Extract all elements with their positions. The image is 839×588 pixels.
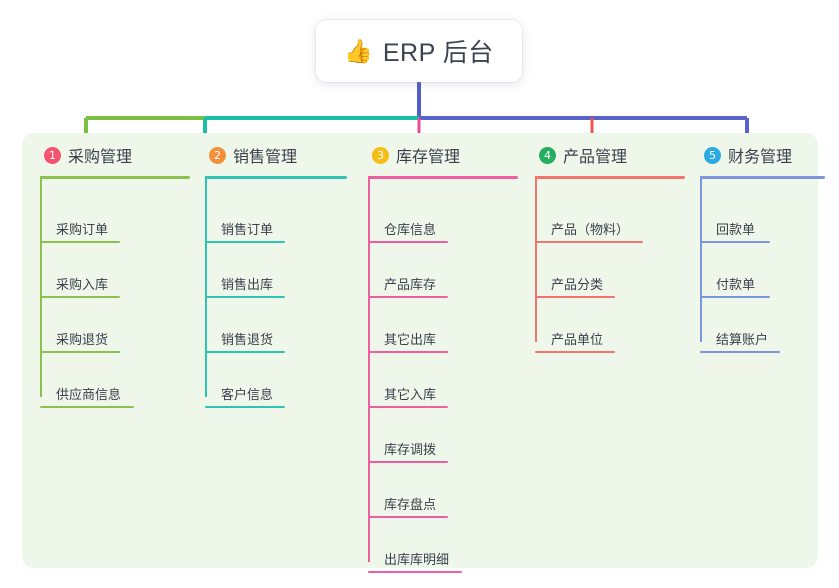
leaf-underline — [40, 351, 120, 353]
leaf-label: 销售退货 — [221, 332, 274, 347]
root-node[interactable]: 👍 ERP 后台 — [316, 20, 522, 82]
column-spine-3 — [368, 176, 370, 562]
leaf-underline — [535, 296, 615, 298]
column-header-1[interactable]: 1 采购管理 — [44, 143, 132, 167]
root-title: ERP 后台 — [382, 39, 494, 67]
column-title-3: 库存管理 — [396, 149, 461, 166]
column-spine-2 — [205, 176, 207, 397]
column-underline-4 — [535, 176, 685, 179]
column-title-4: 产品管理 — [563, 149, 628, 166]
column-title-1: 采购管理 — [68, 149, 133, 166]
leaf-underline — [205, 296, 285, 298]
leaf-underline — [368, 406, 448, 408]
leaf-label: 其它入库 — [384, 387, 437, 402]
leaf-underline — [40, 296, 120, 298]
leaf-label: 产品库存 — [384, 277, 437, 292]
column-underline-3 — [368, 176, 518, 179]
leaf-underline — [700, 296, 770, 298]
leaf-label: 销售订单 — [221, 222, 274, 237]
column-badge-4: 4 — [539, 146, 556, 164]
leaf-label: 库存盘点 — [384, 497, 437, 512]
leaf-label: 回款单 — [716, 222, 756, 237]
leaf-label: 销售出库 — [221, 277, 274, 292]
leaf-label: 库存调拨 — [384, 442, 437, 457]
leaf-underline — [205, 406, 285, 408]
leaf-label: 采购订单 — [56, 222, 109, 237]
leaf-underline — [205, 351, 285, 353]
column-badge-1: 1 — [44, 146, 61, 164]
leaf-underline — [40, 241, 120, 243]
leaf-label: 采购入库 — [56, 277, 109, 292]
leaf-label: 采购退货 — [56, 332, 109, 347]
leaf-label: 其它出库 — [384, 332, 437, 347]
column-title-2: 销售管理 — [233, 149, 298, 166]
leaf-underline — [700, 351, 780, 353]
leaf-underline — [368, 516, 448, 518]
thumbs-up-icon: 👍 — [344, 37, 373, 64]
leaf-label: 付款单 — [716, 277, 756, 292]
leaf-underline — [368, 571, 462, 573]
column-header-4[interactable]: 4 产品管理 — [539, 143, 627, 167]
leaf-underline — [40, 406, 134, 408]
leaf-label: 仓库信息 — [384, 222, 437, 237]
leaf-label: 产品（物料） — [551, 222, 630, 237]
mindmap-panel — [22, 133, 818, 568]
column-underline-2 — [205, 176, 347, 179]
leaf-label: 供应商信息 — [56, 387, 122, 402]
leaf-underline — [535, 241, 643, 243]
column-header-3[interactable]: 3 库存管理 — [372, 143, 460, 167]
leaf-underline — [700, 241, 770, 243]
leaf-underline — [535, 351, 615, 353]
leaf-underline — [368, 296, 448, 298]
column-badge-3: 3 — [372, 146, 389, 164]
column-underline-1 — [40, 176, 190, 179]
leaf-label: 出库库明细 — [384, 552, 450, 567]
leaf-label: 结算账户 — [716, 332, 769, 347]
column-badge-2: 2 — [209, 146, 226, 164]
column-spine-1 — [40, 176, 42, 397]
column-header-2[interactable]: 2 销售管理 — [209, 143, 297, 167]
leaf-underline — [205, 241, 285, 243]
column-underline-5 — [700, 176, 825, 179]
leaf-label: 产品单位 — [551, 332, 604, 347]
column-badge-5: 5 — [704, 146, 721, 164]
column-title-5: 财务管理 — [728, 149, 793, 166]
leaf-underline — [368, 241, 448, 243]
column-header-5[interactable]: 5 财务管理 — [704, 143, 792, 167]
column-spine-5 — [700, 176, 702, 342]
leaf-label: 客户信息 — [221, 387, 274, 402]
leaf-label: 产品分类 — [551, 277, 604, 292]
leaf-underline — [368, 461, 448, 463]
leaf-underline — [368, 351, 448, 353]
column-spine-4 — [535, 176, 537, 342]
